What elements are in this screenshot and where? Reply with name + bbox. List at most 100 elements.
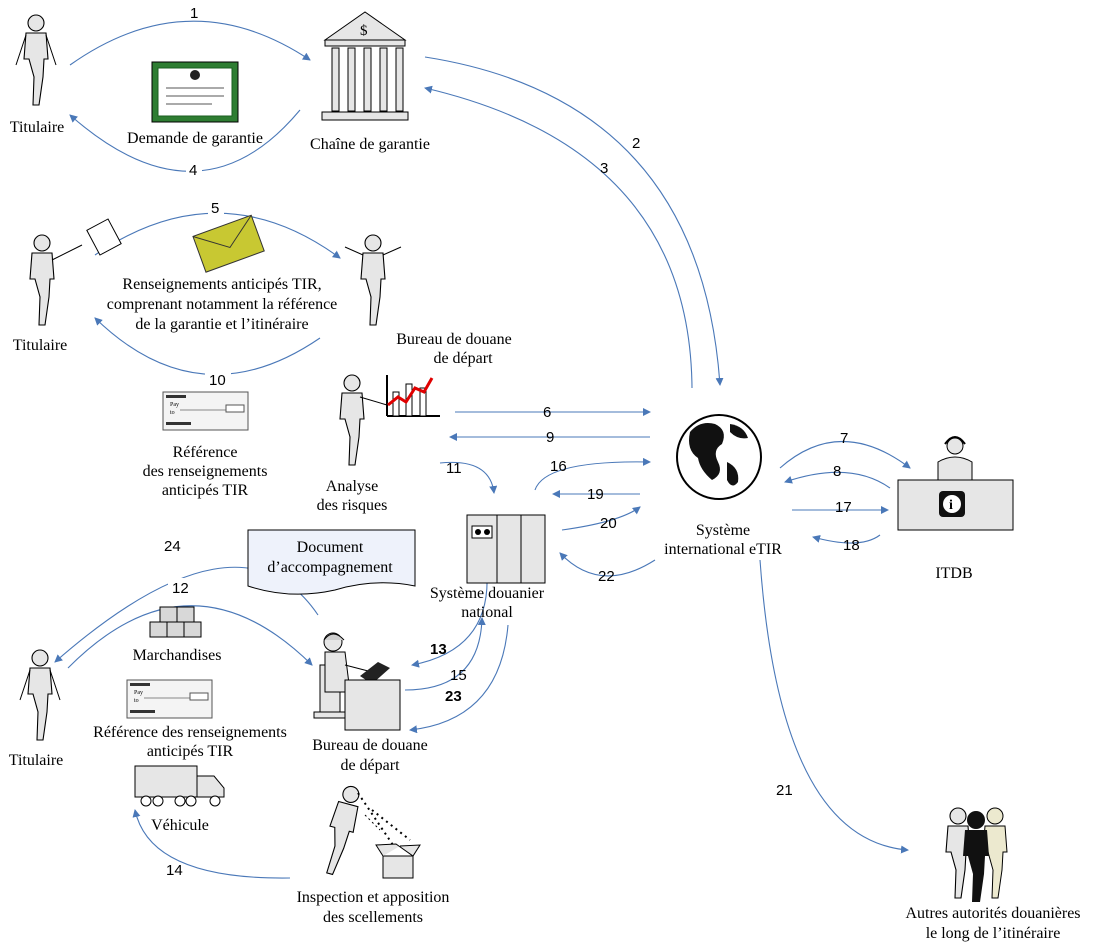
step-6: 6 — [543, 404, 551, 421]
arrow-11 — [439, 461, 498, 494]
advance-ref-line-1: Référence — [173, 444, 238, 461]
step-15: 15 — [450, 667, 467, 684]
step-12: 12 — [172, 580, 189, 597]
reference-slip-icon-bottom: Pay to — [126, 679, 213, 719]
step-24: 24 — [164, 538, 181, 555]
national-system-line-1: Système douanier — [430, 585, 545, 602]
inspection-box-icon — [357, 792, 421, 879]
arrow-18 — [812, 534, 881, 544]
slip-to-text: to — [170, 410, 175, 416]
arrow-15 — [404, 617, 486, 691]
step-2: 2 — [632, 135, 640, 152]
customs-officer-desk-icon — [313, 632, 401, 731]
arrow-13 — [411, 574, 488, 668]
holder-label-bottom: Titulaire — [9, 752, 64, 769]
step-13: 13 — [430, 641, 447, 658]
itdb-operator-icon: i — [897, 436, 1014, 531]
inspection-line-1: Inspection et apposition — [297, 889, 450, 906]
holder-label-mid: Titulaire — [13, 337, 68, 354]
arrow-23 — [409, 624, 509, 734]
arrow-20 — [561, 506, 641, 531]
national-system-line-2: national — [461, 604, 513, 621]
globe-icon — [676, 414, 762, 500]
arrow-8 — [784, 471, 891, 489]
step-10: 10 — [209, 372, 226, 389]
advance-ref-bottom-line-1: Référence des renseignements — [93, 724, 287, 741]
goods-boxes-icon — [149, 606, 202, 638]
step-3: 3 — [600, 160, 608, 177]
departure-office-bottom-line-2: de départ — [340, 757, 400, 774]
etir-system-line-1: Système — [696, 522, 750, 539]
step-14: 14 — [166, 862, 183, 879]
departure-office-top-line-2: de départ — [433, 350, 493, 367]
step-8: 8 — [833, 463, 841, 480]
itdb-label: ITDB — [935, 565, 972, 582]
step-22: 22 — [598, 568, 615, 585]
risk-analysis-line-1: Analyse — [326, 478, 378, 495]
advance-ref-line-3: anticipés TIR — [162, 482, 249, 499]
reference-slip-icon: Pay to — [162, 391, 249, 431]
risk-chart-icon — [386, 375, 440, 417]
arrow-1 — [69, 20, 311, 66]
holder-figure-top — [15, 14, 57, 106]
slip-pay-text: Pay — [170, 402, 179, 408]
other-authorities-line-1: Autres autorités douanières — [905, 905, 1080, 922]
currency-symbol: $ — [360, 23, 368, 39]
other-authorities-figures — [945, 807, 1008, 902]
vehicle-label: Véhicule — [151, 817, 209, 834]
advance-info-line-3: de la garantie et l’itinéraire — [135, 316, 308, 333]
holder-figure-mid — [29, 218, 122, 326]
step-23: 23 — [445, 688, 462, 705]
step-18: 18 — [843, 537, 860, 554]
arrow-12 — [67, 605, 313, 669]
step-21: 21 — [776, 782, 793, 799]
arrow-21 — [759, 559, 909, 854]
bank-icon: $ — [321, 11, 409, 121]
arrow-16 — [534, 457, 651, 491]
risk-analysis-line-2: des risques — [317, 497, 388, 514]
national-system-icon — [466, 514, 546, 584]
step-19: 19 — [587, 486, 604, 503]
holder-figure-bottom — [19, 649, 61, 741]
etir-system-line-2: international eTIR — [664, 541, 782, 558]
inspector-figure — [317, 783, 366, 878]
inspection-line-2: des scellements — [323, 909, 423, 926]
accompanying-doc-line-2: d’accompagnement — [267, 559, 393, 576]
advance-info-line-2: comprenant notamment la référence — [107, 296, 338, 313]
holder-label-top: Titulaire — [10, 119, 65, 136]
guarantee-chain-label: Chaîne de garantie — [310, 136, 430, 153]
advance-ref-bottom-line-2: anticipés TIR — [147, 743, 234, 760]
step-5: 5 — [211, 200, 219, 217]
arrow-2 — [424, 56, 724, 386]
advance-info-line-1: Renseignements anticipés TIR, — [122, 276, 321, 293]
arrow-22 — [559, 552, 656, 577]
slip-to-text-bottom: to — [134, 698, 139, 704]
arrow-7 — [779, 441, 911, 469]
other-authorities-line-2: le long de l’itinéraire — [926, 925, 1061, 942]
advance-ref-line-2: des renseignements — [143, 463, 268, 480]
arrow-10 — [94, 317, 321, 375]
slip-pay-text-bottom: Pay — [134, 690, 143, 696]
flow-arrows — [54, 20, 911, 879]
step-4: 4 — [189, 162, 197, 179]
customs-officer-figure-top — [344, 234, 402, 326]
step-17: 17 — [835, 499, 852, 516]
step-20: 20 — [600, 515, 617, 532]
risk-analyst-figure — [339, 374, 388, 466]
step-7: 7 — [840, 430, 848, 447]
guarantee-request-label: Demande de garantie — [127, 130, 263, 147]
step-11: 11 — [446, 460, 462, 477]
truck-icon — [134, 765, 225, 807]
goods-label: Marchandises — [133, 647, 222, 664]
step-16: 16 — [550, 458, 567, 475]
departure-office-top-line-1: Bureau de douane — [396, 331, 512, 348]
arrow-14 — [132, 809, 291, 879]
info-icon: i — [949, 498, 953, 513]
step-numbers: 1 2 3 4 5 6 9 10 11 16 19 20 22 7 8 17 1… — [160, 4, 860, 879]
envelope-icon — [192, 214, 265, 273]
accompanying-doc-line-1: Document — [297, 539, 364, 556]
step-1: 1 — [190, 5, 198, 22]
accompanying-document-icon — [247, 529, 416, 595]
arrow-3 — [424, 85, 693, 389]
